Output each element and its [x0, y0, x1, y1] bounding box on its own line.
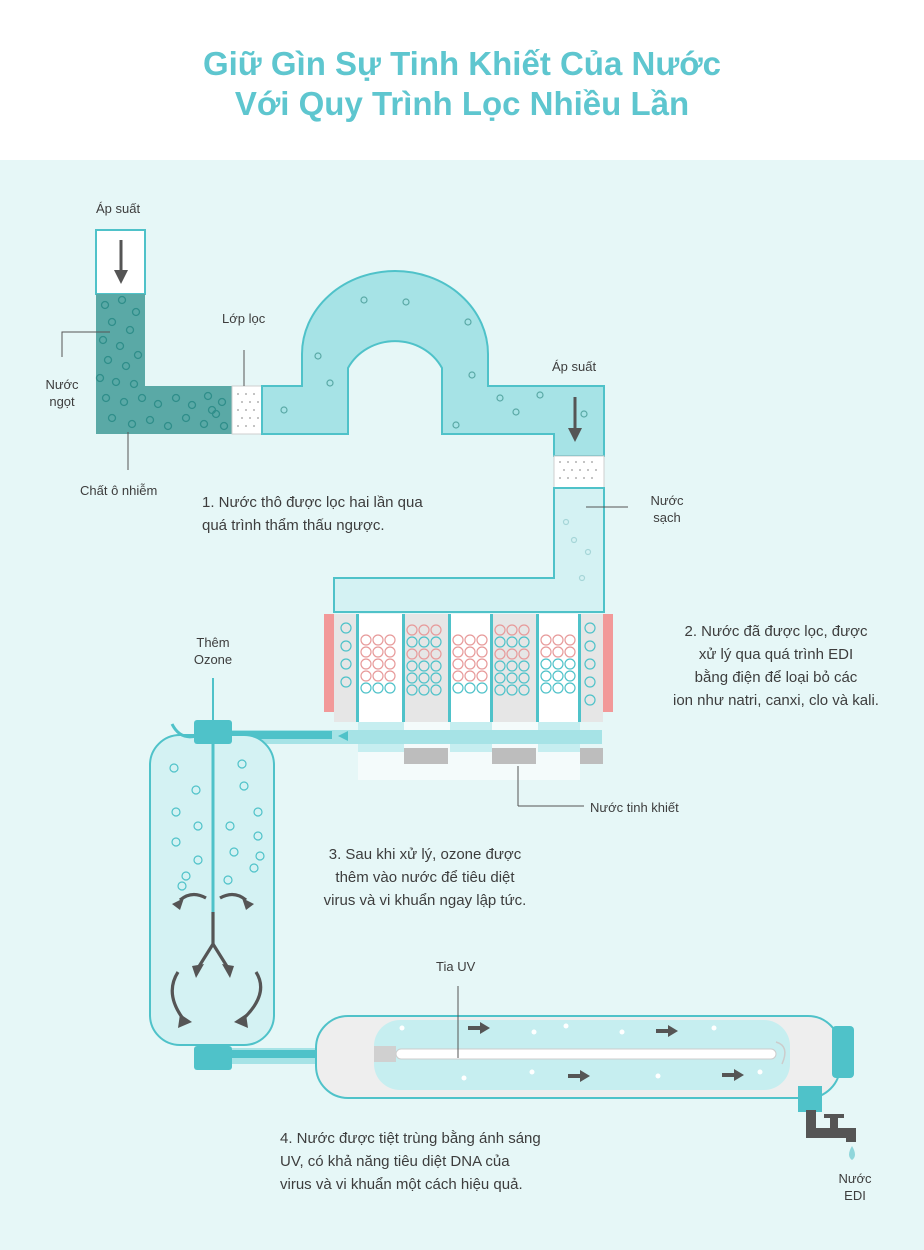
step-2-description: 2. Nước đã được lọc, được xử lý qua quá …	[640, 620, 912, 712]
right-arrow-icon	[656, 1025, 678, 1037]
ozone-bubbles	[169, 759, 265, 891]
edi-waste-outlet	[404, 748, 448, 764]
label-edi-water-line2: EDI	[844, 1188, 866, 1203]
edi-chamber-3	[404, 614, 450, 722]
edi-chamber-5	[492, 614, 538, 722]
filter-layer-2	[553, 455, 605, 489]
ozone-outlet-pipe-dark	[232, 1050, 320, 1058]
filter-layer-2-dots	[559, 461, 597, 479]
edi-waste-outlet	[580, 748, 603, 764]
step-3-line-2: thêm vào nước để tiêu diệt	[335, 869, 515, 886]
edi-module	[324, 614, 613, 807]
step-1-description: 1. Nước thô được lọc hai lần qua quá trì…	[202, 491, 423, 537]
down-arrow-icon	[114, 240, 128, 284]
step-3-line-1: 3. Sau khi xử lý, ozone được	[328, 846, 522, 863]
step-1-line-1: 1. Nước thô được lọc hai lần qua	[202, 494, 423, 511]
step-4-description: 4. Nước được tiệt trùng bằng ánh sáng UV…	[280, 1127, 541, 1196]
page-title: Giữ Gìn Sự Tinh Khiết Của Nước Với Quy T…	[0, 44, 924, 124]
step-2-line-1: 2. Nước đã được lọc, được	[684, 623, 868, 640]
label-add-ozone-line2: Ozone	[193, 652, 233, 667]
step-1-line-2: quá trình thẩm thấu ngược.	[202, 517, 385, 534]
step-3-line-3: virus và vi khuẩn ngay lập tức.	[323, 892, 527, 909]
ozone-outlet-connector	[194, 1046, 232, 1070]
fresh-water-tank	[96, 294, 232, 434]
left-arrow-icon	[338, 731, 348, 741]
edi-chamber-7	[580, 614, 603, 722]
step-4-line-2: UV, có khả năng tiêu diệt DNA của	[280, 1153, 510, 1170]
step-2-line-2: xử lý qua quá trình EDI	[698, 646, 854, 663]
edi-resin-beads	[340, 622, 596, 706]
title-line-2: Với Quy Trình Lọc Nhiều Lần	[234, 85, 690, 122]
uv-particles	[399, 1023, 763, 1081]
step-4-line-1: 4. Nước được tiệt trùng bằng ánh sáng	[280, 1130, 541, 1147]
edi-negative-electrode	[603, 614, 613, 712]
right-arrow-icon	[722, 1069, 744, 1081]
ro-pipe-bubbles	[280, 296, 588, 429]
uv-lamp	[395, 1048, 777, 1060]
clean-water-bubbles	[562, 518, 592, 582]
ozone-stage	[149, 678, 602, 1070]
water-drop-icon	[849, 1146, 855, 1160]
label-edi-water: Nước EDI	[828, 1170, 882, 1204]
uv-lamp-end	[775, 1041, 786, 1065]
ozone-injector	[194, 720, 232, 744]
label-clean-water: Nước sạch	[640, 492, 694, 526]
label-fresh-water-line1: Nước	[45, 377, 79, 392]
title-line-1: Giữ Gìn Sự Tinh Khiết Của Nước	[202, 45, 722, 82]
ozone-flow-arrows	[170, 892, 263, 1022]
right-arrow-icon	[468, 1022, 490, 1034]
right-arrow-icon	[568, 1070, 590, 1082]
label-pure-water: Nước tinh khiết	[590, 800, 679, 815]
header: Giữ Gìn Sự Tinh Khiết Của Nước Với Quy T…	[0, 0, 924, 160]
label-edi-water-line1: Nước	[838, 1171, 872, 1186]
uv-outlet-pipe	[798, 1086, 822, 1112]
edi-waste-outlet	[492, 748, 536, 764]
label-add-ozone: Thêm Ozone	[186, 634, 240, 668]
label-fresh-water-line2: ngọt	[49, 394, 75, 409]
ozone-arrow-heads	[172, 898, 254, 1028]
label-fresh-water: Nước ngọt	[38, 376, 86, 410]
label-pressure-2: Áp suất	[552, 359, 597, 374]
step-4-line-3: virus và vi khuẩn một cách hiệu quả.	[280, 1176, 523, 1193]
down-arrow-icon	[568, 397, 582, 442]
ozone-inlet-pipe-dark	[220, 731, 332, 739]
label-clean-water-line2: sạch	[653, 510, 681, 525]
edi-positive-electrode	[324, 614, 334, 712]
uv-end-cap	[832, 1026, 854, 1078]
label-clean-water-line1: Nước	[650, 493, 684, 508]
label-add-ozone-line1: Thêm	[196, 635, 230, 650]
label-uv-ray: Tia UV	[436, 959, 476, 974]
edi-chamber-1	[334, 614, 358, 722]
uv-stage	[315, 986, 856, 1160]
step-3-description: 3. Sau khi xử lý, ozone được thêm vào nư…	[300, 843, 550, 912]
step-2-line-4: ion như natri, canxi, clo và kali.	[673, 692, 879, 709]
label-pressure-1: Áp suất	[96, 201, 141, 216]
stage1-leader-lines	[61, 331, 628, 508]
label-contaminants: Chất ô nhiễm	[80, 483, 158, 498]
label-filter-layer: Lớp lọc	[222, 311, 266, 326]
edi-membranes	[356, 614, 581, 722]
faucet-icon	[806, 1110, 856, 1142]
filter-layer-1	[231, 385, 263, 435]
uv-lamp-base	[374, 1046, 396, 1062]
contaminant-bubbles	[95, 295, 229, 431]
step-2-line-3: bằng điện để loại bỏ các	[694, 669, 858, 686]
ozone-hook	[170, 723, 197, 739]
clean-water-pipe	[333, 487, 605, 613]
stage1-diagram	[61, 229, 628, 613]
filter-layer-1-dots	[237, 393, 259, 427]
